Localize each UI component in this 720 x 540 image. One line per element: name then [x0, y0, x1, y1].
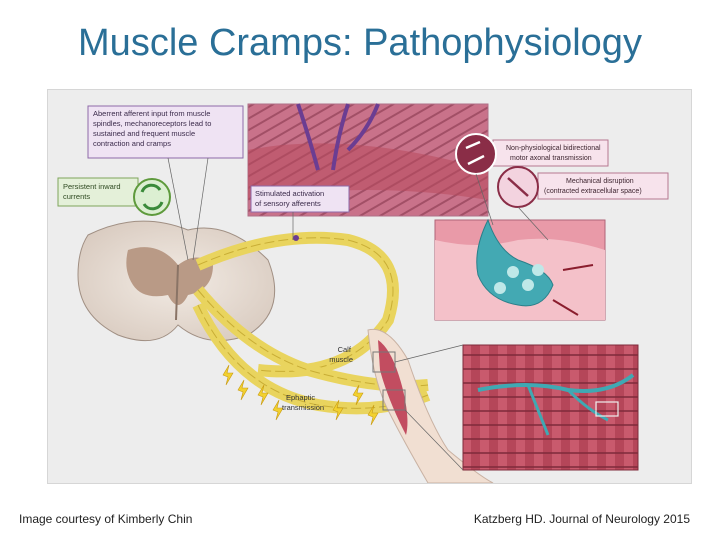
- calf-muscle-label: Calf: [338, 345, 352, 354]
- aberrant-line: contraction and cramps: [93, 139, 171, 148]
- mech-line: (contracted extracellular space): [544, 188, 642, 195]
- svg-text:Stimulated activation: Stimulated activation of sensory afferen…: [255, 189, 326, 208]
- svg-text:Calf muscle: Calf muscle: [329, 345, 353, 364]
- muscle-fiber-zoom: [463, 345, 638, 470]
- slide-title: Muscle Cramps: Pathophysiology: [0, 22, 720, 65]
- nonphysiological-box: Non-physiological bidirectional motor ax…: [456, 134, 608, 174]
- stimulated-line: of sensory afferents: [255, 199, 321, 208]
- pathophysiology-figure: Aberrent afferent input from muscle spin…: [47, 89, 692, 484]
- aberrant-line: spindles, mechanoreceptors lead to: [93, 119, 211, 128]
- citation: Katzberg HD. Journal of Neurology 2015: [474, 512, 690, 526]
- nonphys-line: Non-physiological bidirectional: [506, 145, 601, 152]
- persistent-line: currents: [63, 192, 90, 201]
- stimulated-activation-box: Stimulated activation of sensory afferen…: [251, 186, 349, 212]
- ephaptic-label: Ephaptic: [286, 393, 315, 402]
- stimulated-line: Stimulated activation: [255, 189, 324, 198]
- calf-muscle-label: muscle: [329, 355, 353, 364]
- aberrant-line: Aberrent afferent input from muscle: [93, 109, 210, 118]
- svg-text:Ephaptic transmission: Ephaptic transmission: [282, 393, 324, 412]
- mechanical-box: Mechanical disruption (contracted extrac…: [498, 167, 668, 207]
- persistent-line: Persistent inward: [63, 182, 121, 191]
- nonphys-line: motor axonal transmission: [510, 155, 592, 162]
- spinal-cord: [78, 221, 275, 341]
- ephaptic-label: transmission: [282, 403, 324, 412]
- mech-line: Mechanical disruption: [566, 178, 634, 185]
- aberrant-input-box: Aberrent afferent input from muscle spin…: [88, 106, 243, 158]
- image-credit: Image courtesy of Kimberly Chin: [19, 512, 192, 526]
- diagram-svg: Aberrent afferent input from muscle spin…: [48, 90, 691, 483]
- synapse-panel: [435, 220, 605, 320]
- aberrant-line: sustained and frequent muscle: [93, 129, 195, 138]
- persistent-currents-box: Persistent inward currents: [58, 178, 170, 215]
